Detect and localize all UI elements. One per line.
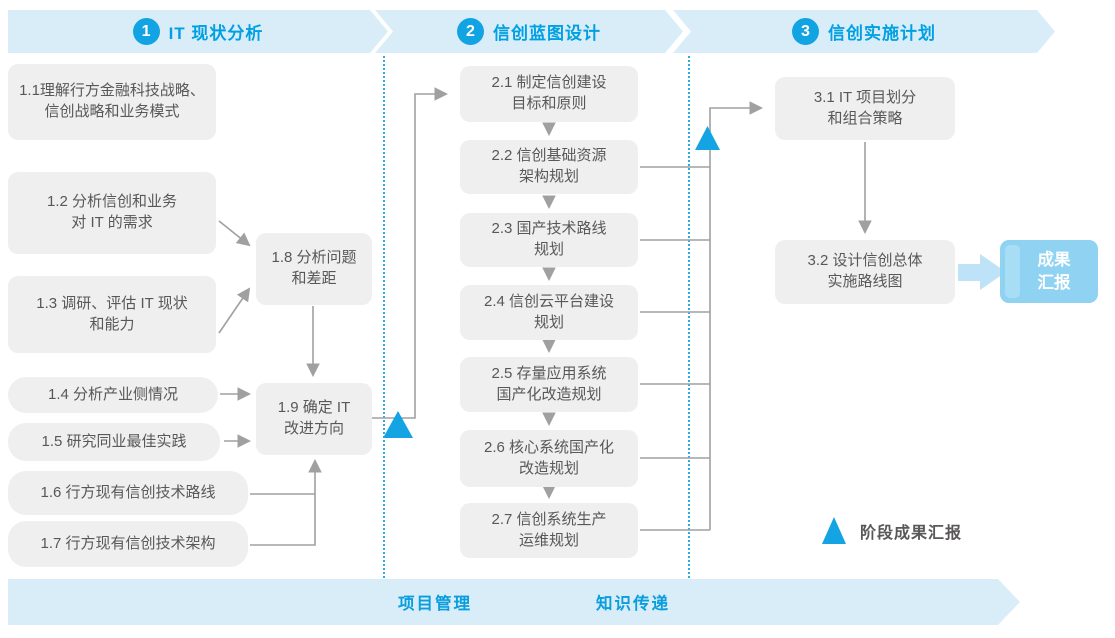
box-1-4: 1.4 分析产业侧情况 [8,377,218,413]
box-3-2: 3.2 设计信创总体 实施路线图 [775,240,955,304]
box-text: 2.3 国产技术路线 [491,220,607,238]
box-text: 成果 [1037,251,1071,270]
result-box-text: 成果 汇报 [1028,249,1071,294]
phase-number-badge: 2 [457,18,484,45]
box-1-7: 1.7 行方现有信创技术架构 [8,521,248,567]
box-2-5: 2.5 存量应用系统 国产化改造规划 [460,357,638,412]
footer-label-project-management: 项目管理 [398,595,472,613]
box-text: 2.1 制定信创建设 [491,74,607,92]
arrow-1-2-to-1-8 [218,220,251,247]
box-text: 2.5 存量应用系统 [491,364,607,382]
legend-label: 阶段成果汇报 [860,524,963,542]
milestone-triangle-icon-legend [822,517,846,544]
result-box-highlight-strip [1005,245,1020,298]
box-2-3: 2.3 国产技术路线 规划 [460,213,638,267]
box-text: 2.6 核心系统国产化 [483,438,615,456]
legend-milestone: 阶段成果汇报 [822,517,962,544]
milestone-triangle-icon-phase1 [383,411,413,438]
box-text: 2.2 信创基础资源 [491,147,607,165]
box-text: 信创战略和业务模式 [44,103,180,120]
box-text: 1.7 行方现有信创技术架构 [40,534,216,552]
phase-title: 信创蓝图设计 [493,24,601,43]
box-text: 目标和原则 [511,95,587,112]
box-text: 1.1理解行方金融科技战略、 [19,82,205,100]
phase-banner-3: 3 信创实施计划 [673,10,1055,53]
box-text: 改进方向 [283,420,344,437]
box-text: 和能力 [89,315,135,333]
box-text: 和组合策略 [827,109,903,127]
box-2-6: 2.6 核心系统国产化 改造规划 [460,430,638,487]
arrow-1-7-to-1-9 [250,458,322,546]
box-text: 1.6 行方现有信创技术路线 [40,483,216,501]
box-text: 1.8 分析问题 [271,249,357,267]
box-text: 2.7 信创系统生产 [491,510,607,528]
phase-banner-2: 2 信创蓝图设计 [375,10,683,53]
box-text: 3.1 IT 项目划分 [813,88,917,106]
box-text: 2.4 信创云平台建设 [483,292,615,310]
box-1-9: 1.9 确定 IT 改进方向 [256,383,372,455]
box-text: 规划 [533,241,564,258]
arrow-1-3-to-1-8 [218,287,251,334]
arrow-bus-to-3-1 [709,101,764,530]
result-block-arrow-icon [958,254,1006,290]
phase-number-badge: 1 [133,18,160,45]
phase-number-badge: 3 [792,18,819,45]
box-text: 1.5 研究同业最佳实践 [41,432,187,450]
box-1-6: 1.6 行方现有信创技术路线 [8,471,248,515]
box-text: 国产化改造规划 [496,385,602,403]
footer-banner: 项目管理 知识传递 [8,579,1020,625]
box-text: 运维规划 [518,531,579,549]
box-text: 1.2 分析信创和业务 [46,193,178,211]
box-text: 架构规划 [518,168,579,185]
box-2-7: 2.7 信创系统生产 运维规划 [460,503,638,558]
box-1-2: 1.2 分析信创和业务 对 IT 的需求 [8,172,216,254]
box-text: 改造规划 [518,459,579,477]
box-3-1: 3.1 IT 项目划分 和组合策略 [775,77,955,140]
box-text: 汇报 [1037,273,1071,292]
footer-label-knowledge-transfer: 知识传递 [596,595,670,613]
box-1-1: 1.1理解行方金融科技战略、 信创战略和业务模式 [8,64,216,140]
phase-title: IT 现状分析 [168,24,264,43]
box-1-3: 1.3 调研、评估 IT 现状 和能力 [8,276,216,353]
box-text: 对 IT 的需求 [71,214,153,231]
milestone-triangle-icon-phase2 [695,126,720,150]
box-text: 3.2 设计信创总体 [807,252,923,270]
box-text: 规划 [533,313,564,331]
box-text: 1.3 调研、评估 IT 现状 [36,294,188,312]
box-text: 实施路线图 [827,273,903,290]
box-1-8: 1.8 分析问题 和差距 [256,233,372,305]
box-2-1: 2.1 制定信创建设 目标和原则 [460,66,638,122]
phase-divider-dotted-2 [688,56,690,578]
box-2-2: 2.2 信创基础资源 架构规划 [460,140,638,194]
box-1-5: 1.5 研究同业最佳实践 [8,423,220,461]
phase-title: 信创实施计划 [828,24,936,43]
box-text: 1.4 分析产业侧情况 [47,385,179,403]
phase-divider-dotted-1 [383,56,385,578]
result-report-box: 成果 汇报 [1000,240,1098,303]
box-text: 和差距 [291,270,337,287]
box-text: 1.9 确定 IT [277,399,351,417]
phase-banner-1: 1 IT 现状分析 [8,10,388,53]
box-2-4: 2.4 信创云平台建设 规划 [460,285,638,340]
